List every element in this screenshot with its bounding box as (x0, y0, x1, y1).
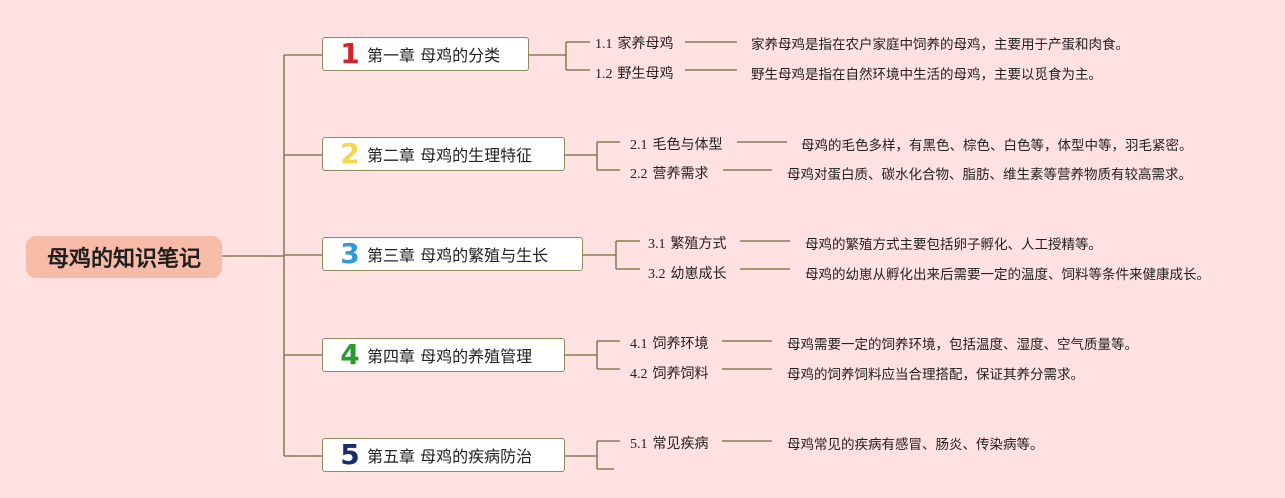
topic-2-2[interactable]: 2.2 营养需求 (630, 163, 709, 183)
topic-code: 4.2 (630, 367, 648, 382)
chapter-title: 第四章 母鸡的养殖管理 (367, 347, 533, 366)
topic-3-2-description: 母鸡的幼崽从孵化出来后需要一定的温度、饲料等条件来健康成长。 (805, 267, 1210, 283)
chapter-number-3: 3 (340, 237, 360, 270)
topic-code: 5.1 (630, 437, 648, 452)
topic-name: 营养需求 (652, 167, 709, 182)
root-title: 母鸡的知识笔记 (46, 247, 201, 272)
topic-1-1-description: 家养母鸡是指在农户家庭中饲养的母鸡，主要用于产蛋和肉食。 (751, 37, 1129, 53)
topic-3-1[interactable]: 3.1 繁殖方式 (648, 233, 727, 253)
chapter-title: 第三章 母鸡的繁殖与生长 (367, 246, 549, 265)
chapter-1-node[interactable]: 1 第一章 母鸡的分类 (322, 37, 529, 71)
topic-4-1-description: 母鸡需要一定的饲养环境，包括温度、湿度、空气质量等。 (787, 337, 1138, 353)
chapter-3-node[interactable]: 3 第三章 母鸡的繁殖与生长 (322, 237, 583, 271)
topic-name: 野生母鸡 (617, 67, 674, 82)
topic-code: 2.1 (630, 138, 648, 153)
chapter-2-node[interactable]: 2 第二章 母鸡的生理特征 (322, 137, 565, 171)
topic-name: 常见疾病 (652, 437, 709, 452)
chapter-number-1: 1 (340, 37, 360, 70)
topic-3-2[interactable]: 3.2 幼崽成长 (648, 263, 727, 283)
topic-3-1-description: 母鸡的繁殖方式主要包括卵子孵化、人工授精等。 (805, 237, 1102, 253)
topic-name: 繁殖方式 (670, 237, 727, 252)
root-topic[interactable]: 母鸡的知识笔记 (26, 236, 222, 278)
topic-name: 饲养环境 (652, 337, 709, 352)
chapter-title: 第五章 母鸡的疾病防治 (367, 447, 533, 466)
topic-code: 1.1 (595, 37, 613, 52)
chapter-number-4: 4 (340, 338, 360, 371)
topic-1-1[interactable]: 1.1 家养母鸡 (595, 33, 674, 53)
topic-2-1[interactable]: 2.1 毛色与体型 (630, 134, 723, 154)
chapter-number-2: 2 (340, 137, 360, 170)
topic-code: 1.2 (595, 67, 613, 82)
topic-5-1[interactable]: 5.1 常见疾病 (630, 433, 709, 453)
topic-code: 3.2 (648, 267, 666, 282)
topic-name: 毛色与体型 (652, 138, 723, 153)
chapter-title: 第一章 母鸡的分类 (367, 46, 501, 65)
topic-code: 4.1 (630, 337, 648, 352)
chapter-title: 第二章 母鸡的生理特征 (367, 146, 533, 165)
topic-4-1[interactable]: 4.1 饲养环境 (630, 333, 709, 353)
topic-5-1-description: 母鸡常见的疾病有感冒、肠炎、传染病等。 (787, 437, 1044, 453)
topic-code: 3.1 (648, 237, 666, 252)
topic-code: 2.2 (630, 167, 648, 182)
topic-4-2-description: 母鸡的饲养饲料应当合理搭配，保证其养分需求。 (787, 367, 1084, 383)
topic-name: 幼崽成长 (670, 267, 727, 282)
chapter-4-node[interactable]: 4 第四章 母鸡的养殖管理 (322, 338, 565, 372)
chapter-number-5: 5 (340, 438, 360, 471)
topic-name: 饲养饲料 (652, 367, 709, 382)
topic-2-1-description: 母鸡的毛色多样，有黑色、棕色、白色等，体型中等，羽毛紧密。 (801, 138, 1193, 154)
topic-2-2-description: 母鸡对蛋白质、碳水化合物、脂肪、维生素等营养物质有较高需求。 (787, 167, 1192, 183)
topic-1-2[interactable]: 1.2 野生母鸡 (595, 63, 674, 83)
chapter-5-node[interactable]: 5 第五章 母鸡的疾病防治 (322, 438, 565, 472)
topic-name: 家养母鸡 (617, 37, 674, 52)
topic-4-2[interactable]: 4.2 饲养饲料 (630, 363, 709, 383)
topic-1-2-description: 野生母鸡是指在自然环境中生活的母鸡，主要以觅食为主。 (751, 67, 1102, 83)
